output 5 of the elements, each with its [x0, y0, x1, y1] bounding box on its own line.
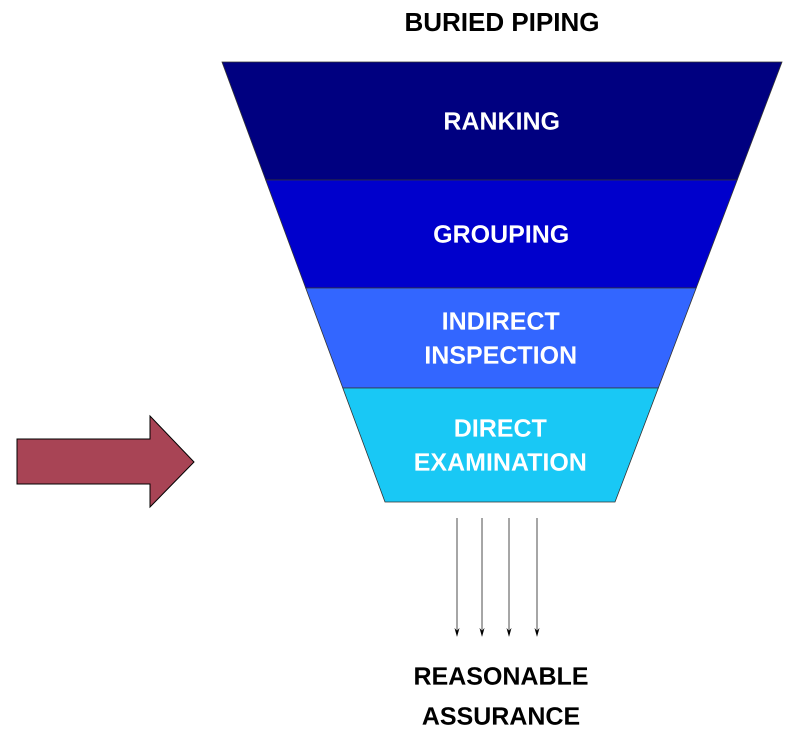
funnel-band: DIRECT EXAMINATION [342, 388, 659, 502]
funnel-band: INDIRECT INSPECTION [305, 288, 697, 388]
result-text: REASONABLE ASSURANCE [415, 667, 588, 725]
funnel-band: GROUPING [265, 180, 738, 288]
title: BURIED PIPING [406, 12, 598, 32]
